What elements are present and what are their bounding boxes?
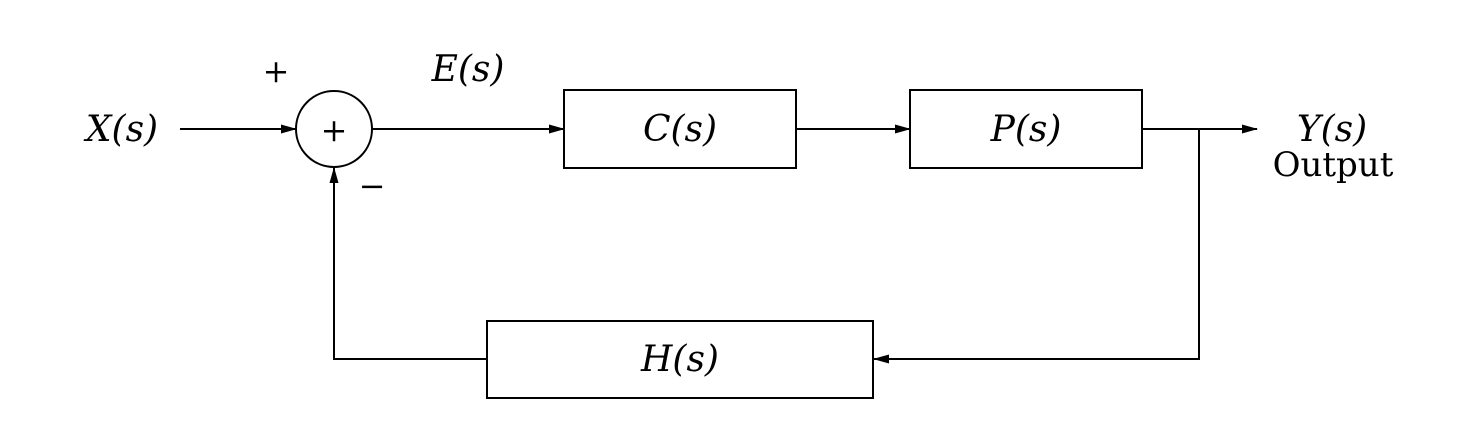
controller-label: C(s) (643, 109, 717, 150)
feedback-block (486, 320, 874, 399)
feedback-label: H(s) (640, 339, 719, 380)
input-label: X(s) (83, 109, 158, 150)
plant-label: P(s) (990, 109, 1062, 150)
output-label: Y(s) (1297, 109, 1367, 150)
minus-sign: − (359, 167, 386, 205)
summing-junction-symbol: + (321, 111, 348, 149)
output-caption: Output (1273, 145, 1394, 185)
error-signal-label: E(s) (431, 49, 505, 90)
controller-block (563, 89, 797, 169)
feedback-takeoff-path (873, 129, 1200, 364)
plus-sign: + (263, 52, 290, 90)
feedback-return-path (329, 167, 487, 360)
